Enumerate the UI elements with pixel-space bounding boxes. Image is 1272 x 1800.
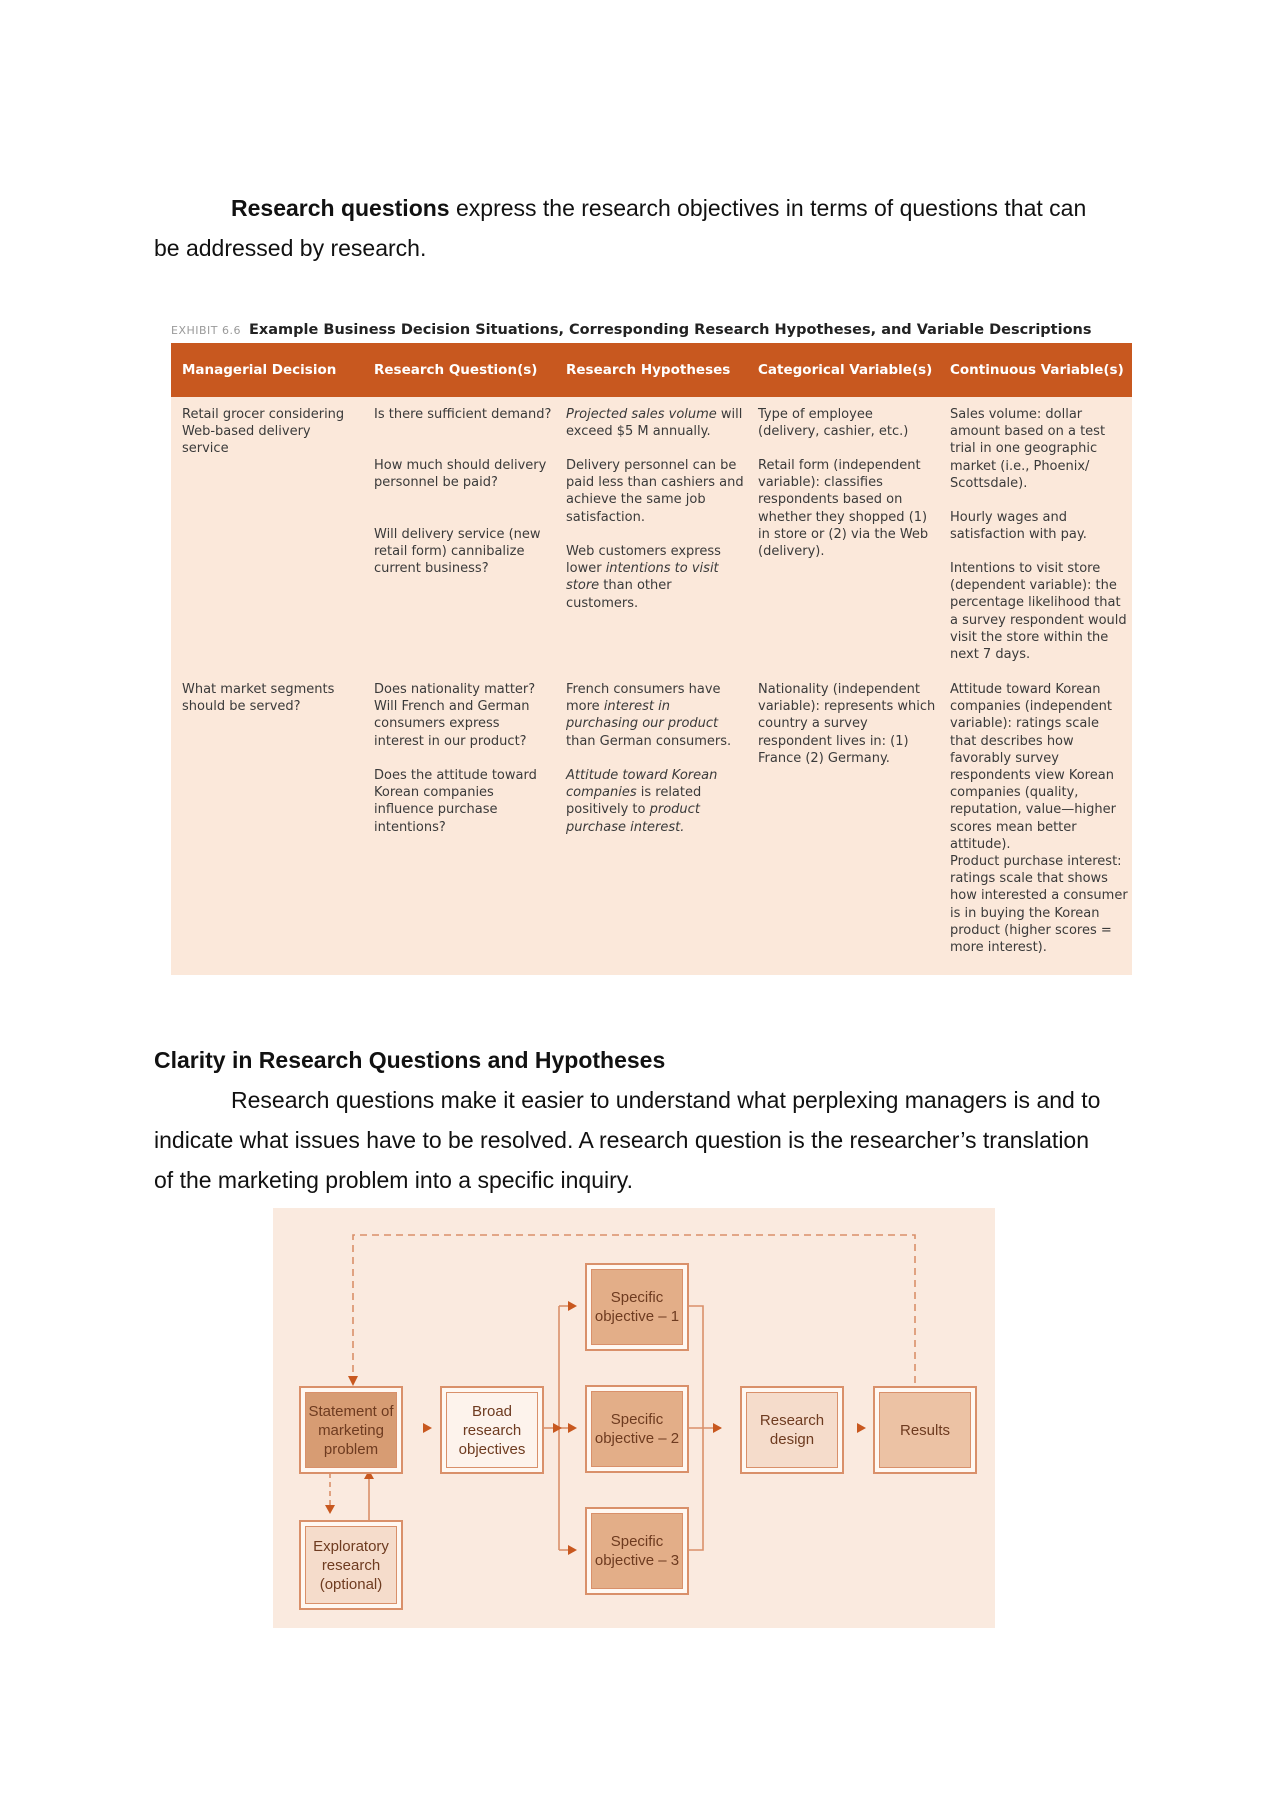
row1-hypothesis-1: Projected sales volume will exceed $5 M … — [566, 406, 744, 440]
exploratory-box: Exploratory research (optional) — [299, 1520, 403, 1610]
row1-continuous-3: Intentions to visit store (dependent var… — [950, 561, 1127, 663]
row1-question-2: How much should delivery personnel be pa… — [374, 458, 547, 491]
row2-h1-italic: interest in purchasing our product — [566, 699, 719, 732]
row2-continuous-1: Attitude toward Korean companies (indepe… — [950, 682, 1116, 852]
row1-h3-a: Web customers express lower — [566, 544, 721, 577]
research-design-box: Research design — [740, 1386, 844, 1474]
row2-decision: What market segments should be served? — [182, 682, 335, 715]
row1-h3-b: than other customers. — [566, 578, 672, 611]
objective-2-box: Specific objective – 2 — [585, 1385, 689, 1473]
results-box: Results — [873, 1386, 977, 1474]
obj1-arrowhead — [568, 1301, 577, 1311]
statement-label: Statement of marketing problem — [305, 1392, 397, 1468]
row1-hypothesis-3: Web customers express lower intentions t… — [566, 543, 744, 612]
intro-text: express the research objectives in terms… — [154, 195, 1087, 261]
row2-h2-italic-1: Attitude toward Korean companies — [566, 768, 718, 801]
exhibit-number: EXHIBIT 6.6 — [171, 324, 242, 337]
row2-categorical-1: Nationality (independent variable): repr… — [758, 682, 936, 766]
header-research-questions: Research Question(s) — [374, 362, 538, 378]
results-label: Results — [879, 1392, 971, 1468]
row1-continuous-2: Hourly wages and satisfaction with pay. — [950, 510, 1087, 543]
diagram-connectors — [325, 1234, 916, 1555]
feedback-loop-line — [352, 1234, 916, 1383]
row1-h3-italic: intentions to visit store — [566, 561, 719, 594]
research-process-diagram: Statement of marketing problem Broad res… — [273, 1208, 995, 1628]
row1-categorical-1: Type of employee (delivery, cashier, etc… — [758, 407, 909, 440]
objective-1-box: Specific objective – 1 — [585, 1263, 689, 1351]
broad-objectives-box: Broad research objectives — [440, 1386, 544, 1474]
row2-hypothesis-1: French consumers have more interest in p… — [566, 681, 744, 750]
research-design-label: Research design — [746, 1392, 838, 1468]
row1-hypothesis-2: Delivery personnel can be paid less than… — [566, 458, 744, 525]
header-research-hypotheses: Research Hypotheses — [566, 362, 731, 378]
row2-question-1: Does nationality matter? Will French and… — [374, 682, 536, 749]
header-managerial-decision: Managerial Decision — [182, 362, 337, 378]
intro-bold-term: Research questions — [231, 195, 450, 221]
row2-hypothesis-2: Attitude toward Korean companies is rela… — [566, 767, 744, 836]
broad-out-arrowhead — [553, 1423, 562, 1433]
section-paragraph: Research questions make it easier to und… — [154, 1080, 1114, 1200]
row1-categorical-2: Retail form (independent variable): clas… — [758, 458, 929, 560]
row1-decision: Retail grocer considering Web-based deli… — [182, 407, 345, 457]
exhibit-caption: EXHIBIT 6.6 Example Business Decision Sit… — [171, 320, 1092, 338]
objective-2-label: Specific objective – 2 — [591, 1391, 683, 1467]
objective-3-label: Specific objective – 3 — [591, 1513, 683, 1589]
broad-objectives-label: Broad research objectives — [446, 1392, 538, 1468]
row2-h2-italic-2: product purchase interest. — [566, 802, 700, 835]
row2-h1-a: French consumers have more — [566, 682, 721, 715]
from-exploratory-arrowhead — [364, 1470, 374, 1479]
header-continuous-variables: Continuous Variable(s) — [950, 362, 1124, 378]
exhibit-header-row: Managerial Decision Research Question(s)… — [171, 343, 1132, 397]
row2-h1-b: than German consumers. — [566, 733, 732, 749]
statement-box: Statement of marketing problem — [299, 1386, 403, 1474]
row2-question-2: Does the attitude toward Korean companie… — [374, 768, 537, 835]
objective-1-label: Specific objective – 1 — [591, 1269, 683, 1345]
to-broad-arrowhead — [423, 1423, 432, 1433]
feedback-arrowhead — [348, 1376, 358, 1386]
row2-h2-mid: is related positively to — [566, 785, 702, 818]
header-categorical-variables: Categorical Variable(s) — [758, 362, 933, 378]
intro-paragraph: Research questions express the research … — [154, 188, 1114, 268]
objective-3-box: Specific objective – 3 — [585, 1507, 689, 1595]
exhibit-table: Managerial Decision Research Question(s)… — [171, 343, 1132, 975]
row1-h1-italic: Projected sales volume — [566, 407, 717, 422]
to-results-arrowhead — [857, 1423, 866, 1433]
row2-continuous-2: Product purchase interest: ratings scale… — [950, 854, 1128, 956]
row1-question-1: Is there sufficient demand? — [374, 407, 552, 422]
row1-question-3: Will delivery service (new retail form) … — [374, 527, 541, 577]
to-design-arrowhead — [713, 1423, 722, 1433]
obj2-arrowhead — [568, 1423, 577, 1433]
row1-continuous-1: Sales volume: dollar amount based on a t… — [950, 407, 1106, 491]
exploratory-label: Exploratory research (optional) — [305, 1526, 397, 1604]
to-exploratory-arrowhead — [325, 1505, 335, 1514]
obj3-arrowhead — [568, 1545, 577, 1555]
exhibit-title: Example Business Decision Situations, Co… — [249, 322, 1092, 338]
section-text: Research questions make it easier to und… — [154, 1087, 1101, 1193]
row1-h1-rest: will exceed $5 M annually. — [566, 407, 743, 440]
section-heading: Clarity in Research Questions and Hypoth… — [154, 1047, 666, 1073]
